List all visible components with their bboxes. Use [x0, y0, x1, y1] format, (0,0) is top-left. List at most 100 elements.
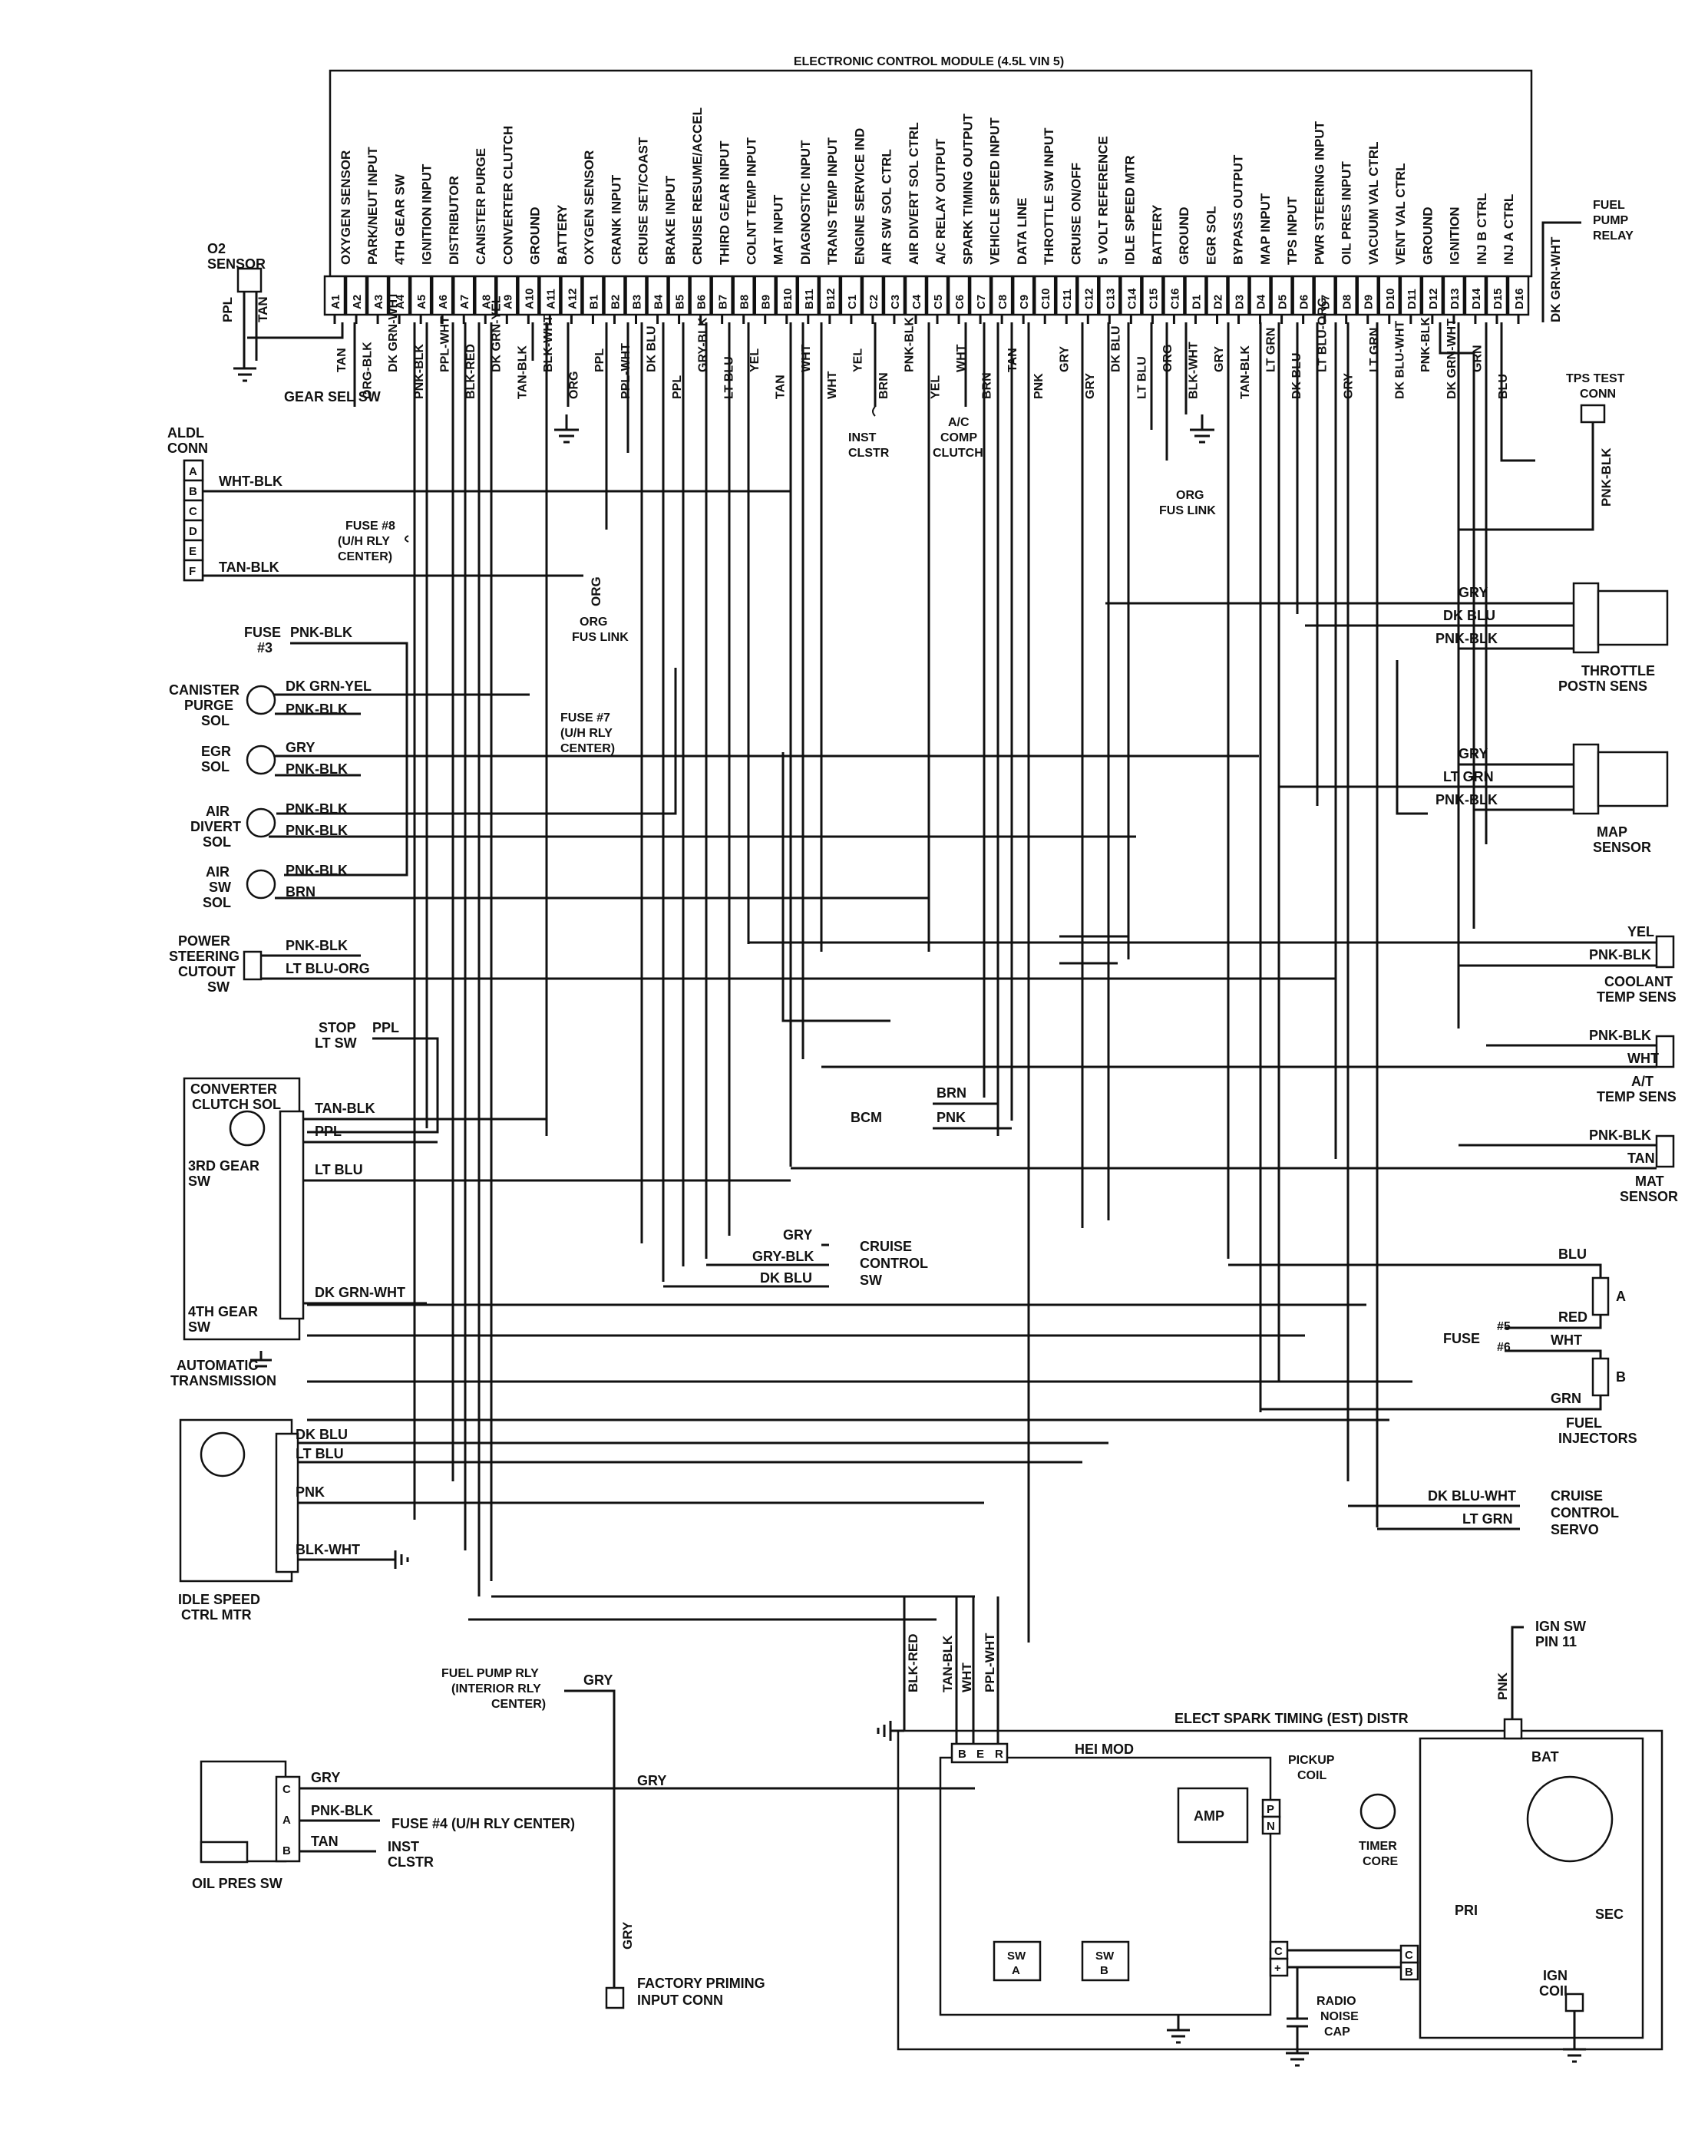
oil-pin-c: C — [282, 1783, 291, 1796]
ecm-function-label: IGNITION — [1448, 206, 1462, 265]
ecm-pin-box-a4 — [388, 275, 411, 316]
ecm-function-label: BYPASS OUTPUT — [1231, 154, 1246, 265]
servo-2: CONTROL — [1551, 1505, 1619, 1520]
priming-1: FACTORY PRIMING — [637, 1976, 765, 1991]
isc-2: CTRL MTR — [181, 1607, 252, 1623]
ecm-function-label: VENT VAL CTRL — [1393, 163, 1408, 265]
bcm-w1: BRN — [937, 1085, 966, 1101]
ecm-function-label: CONVERTER CLUTCH — [501, 126, 515, 265]
ecm-pin-box-c1 — [840, 275, 863, 316]
cruise-sw-2: CONTROL — [860, 1256, 928, 1271]
ecm-function-label: GROUND — [1177, 206, 1191, 265]
ecm-pin-d6: D6 — [1298, 295, 1311, 309]
servo-w1: DK BLU-WHT — [1428, 1488, 1516, 1504]
ecm-title: ELECTRONIC CONTROL MODULE (4.5L VIN 5) — [794, 55, 1064, 68]
isc-w4: BLK-WHT — [296, 1542, 360, 1557]
ecm-pin-c9: C9 — [1018, 295, 1031, 309]
fuse7-line-2: (U/H RLY — [560, 727, 613, 740]
egr-2: SOL — [201, 759, 230, 774]
inj-f5: #5 — [1497, 1320, 1511, 1333]
ecm-wire-color-label: PNK-BLK — [904, 317, 917, 372]
ign-sw-pin-11: IGN SW PIN 11 PNK — [1495, 1619, 1586, 1719]
ecm-function-label: OXYGEN SENSOR — [339, 150, 353, 265]
distr-timer-2: CORE — [1363, 1855, 1399, 1868]
distr-n: N — [1267, 1820, 1275, 1833]
coolant-label-2: TEMP SENS — [1597, 989, 1677, 1005]
oil-pin-b: B — [282, 1844, 291, 1857]
cruise-sw-3: SW — [860, 1273, 882, 1288]
stop-lt-sw: STOP LT SW PPL — [307, 1020, 439, 1134]
canister-purge-sol: CANISTER PURGE SOL DK GRN-YEL PNK-BLK — [169, 678, 530, 728]
o2-label-2: SENSOR — [207, 256, 266, 272]
distr-ign-coil-2: COIL — [1539, 1983, 1572, 1999]
egr-w1: GRY — [286, 740, 315, 755]
aldl-pin-box — [183, 459, 204, 482]
ecm-pin-b4: B4 — [652, 294, 666, 309]
trans-conv-2: CLUTCH SOL — [192, 1097, 281, 1112]
tps-label-2: POSTN SENS — [1558, 678, 1647, 694]
ecm-wire-color-label: LT BLU-ORG — [1317, 298, 1330, 372]
ecm-pin-box-b5 — [668, 275, 690, 316]
ecm-function-label: DIAGNOSTIC INPUT — [798, 140, 813, 265]
ecm-pin-d10: D10 — [1384, 288, 1397, 309]
oil-fuse4: FUSE #4 (U/H RLY CENTER) — [391, 1816, 575, 1831]
fuel-pump-relay-label-3: RELAY — [1593, 229, 1634, 243]
ecm-function-label: 4TH GEAR SW — [392, 173, 407, 265]
ecm-pin-b6: B6 — [695, 295, 709, 309]
ecm-pin-box-d16 — [1507, 275, 1530, 316]
fuse-3: FUSE #3 PNK-BLK — [244, 625, 408, 877]
ecm-pin-d14: D14 — [1470, 288, 1483, 309]
stop-lt-2: LT SW — [315, 1035, 357, 1051]
ecm-wire-color-label: TAN — [1006, 348, 1019, 372]
ecm-wire-color-label: PNK-BLK — [1419, 317, 1432, 372]
ecm-pin-c2: C2 — [867, 295, 880, 309]
air-sw-3: SOL — [203, 895, 231, 910]
mat-w1: PNK-BLK — [1589, 1128, 1651, 1143]
ecm-function-label: CRUISE ON/OFF — [1069, 163, 1083, 265]
ecm-pin-c1: C1 — [846, 295, 859, 309]
org-fus-link-1: ORG ORG FUS LINK — [572, 576, 629, 644]
ecm-pin-box-c6 — [947, 275, 970, 316]
aldl-pin-e: E — [189, 545, 197, 558]
servo-w2: LT GRN — [1462, 1511, 1513, 1527]
fuel-injectors: A B BLU RED WHT GRN FUSE #5 #6 FUEL INJE… — [1228, 1246, 1637, 1446]
tps-label-1: THROTTLE — [1581, 663, 1655, 678]
ecm-wire-color-label: LT GRN — [1368, 328, 1381, 372]
canister-3: SOL — [201, 713, 230, 728]
o2-label-1: O2 — [207, 241, 226, 256]
ecm-pin-box-c2 — [861, 275, 884, 316]
trans-conv-1: CONVERTER — [190, 1081, 277, 1097]
distr-w-wht: WHT — [960, 1662, 974, 1692]
trans-w4: DK GRN-WHT — [315, 1285, 405, 1300]
oil-pres-label: OIL PRES SW — [192, 1876, 282, 1891]
air-divert-w1: PNK-BLK — [286, 801, 348, 817]
ecm-pin-a12: A12 — [566, 288, 579, 309]
trans-fourth-1: 4TH GEAR — [188, 1304, 258, 1319]
distr-w-blkred: BLK-RED — [906, 1634, 920, 1693]
ecm-pin-c13: C13 — [1104, 288, 1117, 309]
distr-c2: C — [1405, 1949, 1413, 1962]
inj-w-grn: GRN — [1551, 1391, 1581, 1406]
fprly-2: (INTERIOR RLY — [451, 1682, 541, 1695]
ecm-function-label: OIL PRES INPUT — [1340, 161, 1354, 265]
cruise-control-servo: DK BLU-WHT LT GRN CRUISE CONTROL SERVO — [1348, 1488, 1619, 1537]
cruise-control-sw: GRY GRY-BLK DK BLU CRUISE CONTROL SW — [663, 1227, 928, 1288]
ecm-pin-b9: B9 — [760, 295, 773, 309]
fuel-pump-relay-label-1: FUEL — [1593, 199, 1625, 212]
ecm-wire-color-label: DK GRN-WHT — [1445, 319, 1459, 399]
ecm-wire-color-label: PNK-BLK — [413, 344, 426, 399]
ecm-function-label: MAT INPUT — [771, 194, 786, 265]
ecm-function-label: INJ B CTRL — [1475, 193, 1489, 266]
ecm-pin-c6: C6 — [953, 295, 966, 309]
ac-comp-2: COMP — [940, 431, 977, 444]
inst-clstr-top-1: INST — [848, 431, 877, 444]
aldl-pin-b: B — [189, 485, 197, 498]
canister-2: PURGE — [184, 698, 233, 713]
map-sensor: GRY LT GRN PNK-BLK MAP SENSOR — [1279, 743, 1669, 855]
priming-2: INPUT CONN — [637, 1993, 723, 2008]
ecm-wire-color-label: YEL — [929, 375, 942, 399]
ecm-pin-d12: D12 — [1427, 288, 1440, 309]
distr-plus: + — [1274, 1962, 1281, 1975]
